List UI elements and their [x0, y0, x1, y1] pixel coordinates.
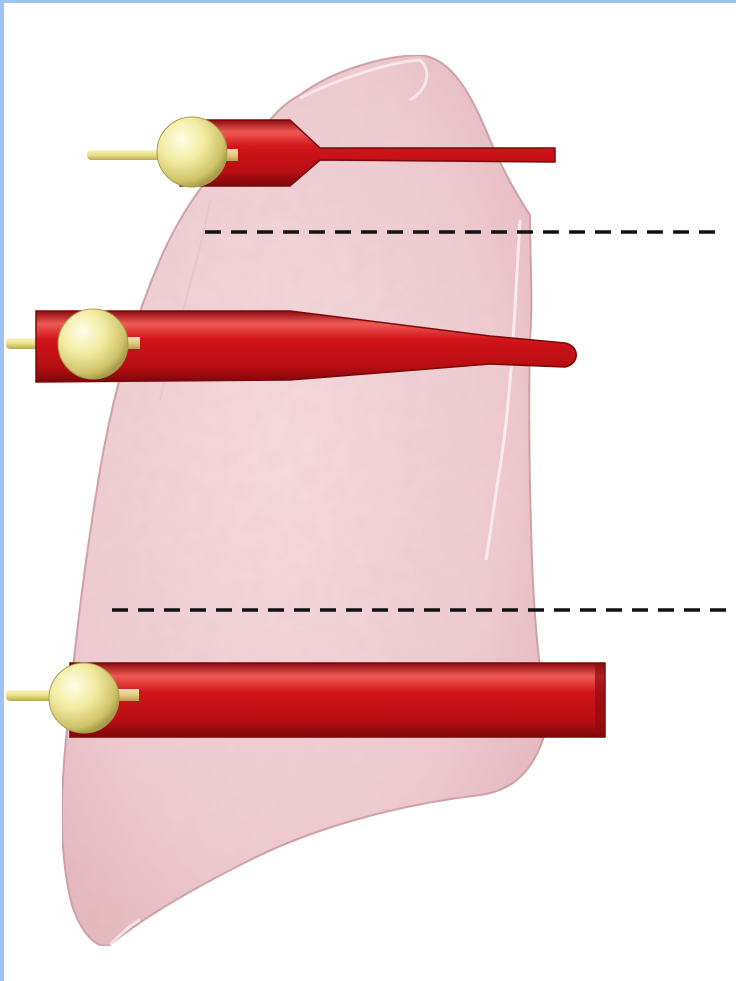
probe-bottom [6, 663, 605, 737]
probe-top-bead [157, 117, 227, 187]
probe-bottom-bead [49, 663, 119, 733]
probe-middle-bead [58, 309, 128, 379]
probe-bottom-body [70, 663, 605, 737]
lung-shape [62, 55, 548, 946]
